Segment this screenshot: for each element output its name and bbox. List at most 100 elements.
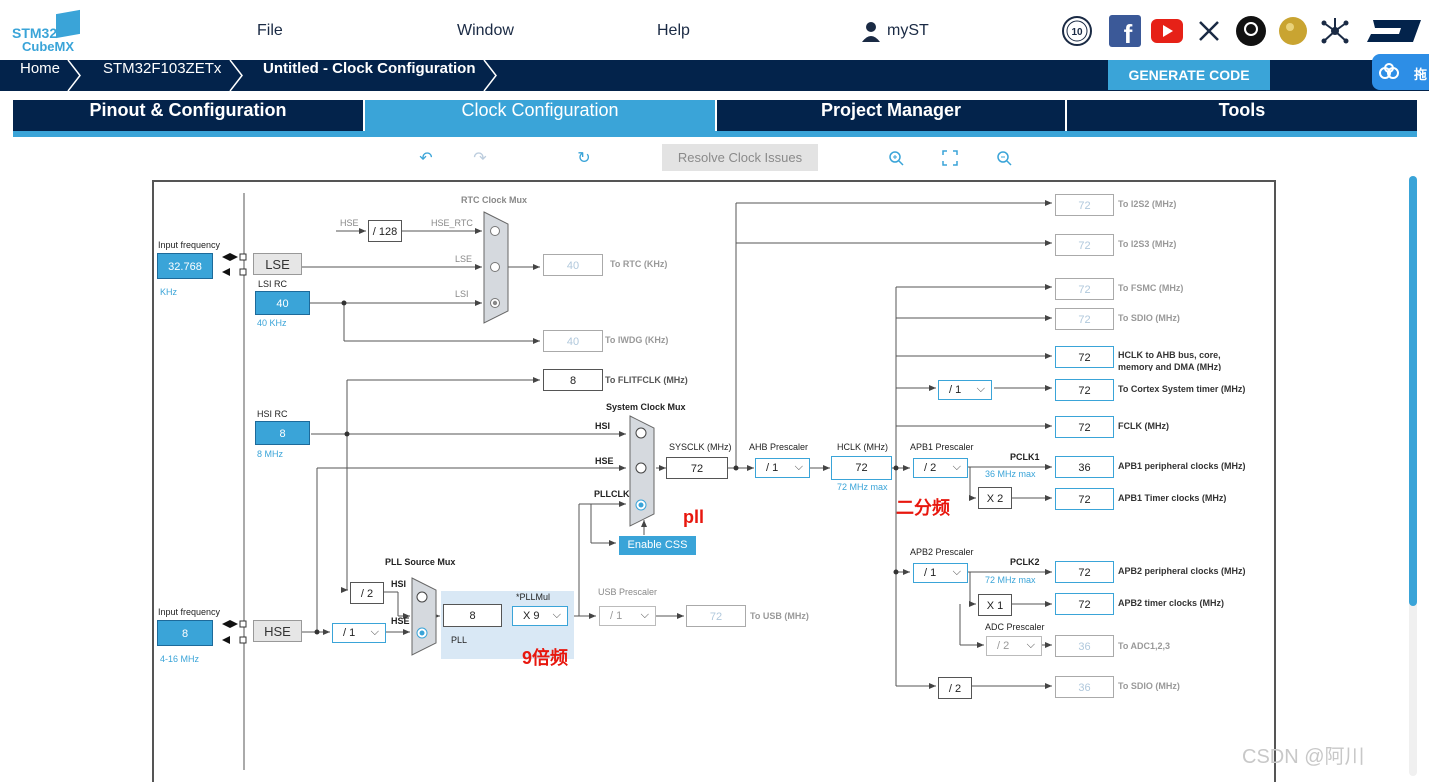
output-adc-label: To ADC1,2,3 xyxy=(1118,641,1171,651)
menu-window[interactable]: Window xyxy=(457,22,514,39)
output-apb1-timer-value: 72 xyxy=(1055,488,1114,510)
top-menu-bar: STM32 CubeMX File Window Help myST 10 f xyxy=(0,0,1429,60)
watermark: CSDN @阿川 xyxy=(1242,746,1365,768)
usb-output-label: To USB (MHz) xyxy=(750,611,809,621)
hse-prediv-select[interactable]: / 1 xyxy=(332,623,386,643)
pclk1-label: PCLK1 xyxy=(1010,452,1040,462)
menu-help[interactable]: Help xyxy=(657,22,690,39)
sysmux-pllclk-label: PLLCLK xyxy=(594,489,630,499)
div128-box: / 128 xyxy=(368,220,402,242)
sysmux-hse-label: HSE xyxy=(595,456,614,466)
output-sdio-label: To SDIO (MHz) xyxy=(1118,313,1180,323)
output-i2s2-label: To I2S2 (MHz) xyxy=(1118,199,1177,209)
hclk-label: HCLK (MHz) xyxy=(837,442,888,452)
hclk-max: 72 MHz max xyxy=(837,482,888,492)
cortex-timer-div-select[interactable]: / 1 xyxy=(938,380,992,400)
resolve-clock-issues-button[interactable]: Resolve Clock Issues xyxy=(662,144,818,171)
usb-output-value: 72 xyxy=(686,605,746,627)
stm32cubemx-logo: STM32 CubeMX xyxy=(12,9,82,56)
flitfclk-output-value: 8 xyxy=(543,369,603,391)
adc-prescaler-select[interactable]: / 2 xyxy=(986,636,1042,656)
output-apb1-timer-label: APB1 Timer clocks (MHz) xyxy=(1118,493,1227,503)
lse-input-freq-label: Input frequency xyxy=(158,240,221,250)
hse-block[interactable]: HSE xyxy=(253,620,302,642)
iwdg-output-value: 40 xyxy=(543,330,603,352)
tab-tools[interactable]: Tools xyxy=(1067,100,1417,131)
usb-prescaler-select[interactable]: / 1 xyxy=(599,606,656,626)
pclk1-max: 36 MHz max xyxy=(985,469,1036,479)
hsi-rc-label: HSI RC xyxy=(257,409,288,419)
system-mux-title: System Clock Mux xyxy=(606,402,686,412)
refresh-icon[interactable]: ↻ xyxy=(577,150,591,167)
pll-label: PLL xyxy=(451,635,468,645)
side-drag-tab[interactable]: 拖 xyxy=(1372,54,1429,90)
breadcrumb-page[interactable]: Untitled - Clock Configuration xyxy=(263,60,476,77)
clock-tree-canvas xyxy=(152,180,1276,782)
output-cortex-label: To Cortex System timer (MHz) xyxy=(1118,384,1246,394)
tab-pinout[interactable]: Pinout & Configuration xyxy=(13,100,363,131)
hse-unit: 4-16 MHz xyxy=(160,654,200,664)
hsi-unit: 8 MHz xyxy=(257,449,284,459)
output-i2s3-value: 72 xyxy=(1055,234,1114,256)
annotation-pll: pll xyxy=(683,507,704,527)
lse-block[interactable]: LSE xyxy=(253,253,302,275)
breadcrumb-home[interactable]: Home xyxy=(20,60,61,77)
facebook-icon[interactable]: f xyxy=(1108,14,1142,48)
scrollbar-thumb[interactable] xyxy=(1409,176,1417,606)
side-tab-label: 拖 xyxy=(1414,67,1428,82)
output-i2s3-label: To I2S3 (MHz) xyxy=(1118,239,1177,249)
youtube-icon[interactable] xyxy=(1150,14,1184,48)
pllmul-label: *PLLMul xyxy=(516,592,551,602)
sysclk-label: SYSCLK (MHz) xyxy=(669,442,732,452)
ahb-prescaler-select[interactable]: / 1 xyxy=(755,458,810,478)
chevron-right-icon xyxy=(229,60,243,91)
sysmux-hsi-label: HSI xyxy=(595,421,611,431)
zoom-out-icon[interactable] xyxy=(994,148,1014,168)
redo-icon[interactable]: ↷ xyxy=(473,150,487,167)
x-icon[interactable] xyxy=(1192,14,1226,48)
st-logo-icon[interactable] xyxy=(1364,14,1424,48)
myst-label: myST xyxy=(887,22,929,39)
enable-css-button[interactable]: Enable CSS xyxy=(619,536,696,555)
generate-code-button[interactable]: GENERATE CODE xyxy=(1108,60,1270,90)
apb1-prescaler-select[interactable]: / 2 xyxy=(913,458,968,478)
menu-myst[interactable]: myST xyxy=(860,20,929,42)
sysclk-value[interactable]: 72 xyxy=(666,457,728,479)
usb-prescaler-label: USB Prescaler xyxy=(598,587,658,597)
annotation-x9: 9倍频 xyxy=(522,648,569,668)
github-icon[interactable] xyxy=(1234,14,1268,48)
apb2-prescaler-select[interactable]: / 1 xyxy=(913,563,968,583)
apb2-prescaler-label: APB2 Prescaler xyxy=(910,547,974,557)
menu-file[interactable]: File xyxy=(257,22,283,39)
iwdg-output-label: To IWDG (KHz) xyxy=(605,335,669,345)
fit-screen-icon[interactable] xyxy=(940,148,960,168)
hclk-value[interactable]: 72 xyxy=(831,456,892,480)
output-fsmc-value: 72 xyxy=(1055,278,1114,300)
rtc-output-value: 40 xyxy=(543,254,603,276)
main-tabs: Pinout & Configuration Clock Configurati… xyxy=(13,100,1417,137)
user-icon xyxy=(862,22,880,42)
lsi-rc-label: LSI RC xyxy=(258,279,288,289)
flitfclk-output-label: To FLITFCLK (MHz) xyxy=(605,375,688,385)
wiki-icon[interactable] xyxy=(1276,14,1310,48)
tab-clock-configuration[interactable]: Clock Configuration xyxy=(365,100,715,131)
tab-project-manager[interactable]: Project Manager xyxy=(717,100,1065,131)
breadcrumb-device[interactable]: STM32F103ZETx xyxy=(103,60,222,77)
adc-prescaler-label: ADC Prescaler xyxy=(985,622,1045,632)
output-fclk-value: 72 xyxy=(1055,416,1114,438)
chevron-right-icon xyxy=(483,60,497,91)
lse-frequency-input[interactable]: 32.768 xyxy=(157,253,213,279)
undo-icon[interactable]: ↶ xyxy=(419,150,433,167)
rtc-hse-label: HSE xyxy=(340,218,359,228)
hse-frequency-input[interactable]: 8 xyxy=(157,620,213,646)
hsi-value: 8 xyxy=(255,421,310,445)
output-cortex-value: 72 xyxy=(1055,379,1114,401)
network-icon[interactable] xyxy=(1318,14,1352,48)
output-i2s2-value: 72 xyxy=(1055,194,1114,216)
pllmul-select[interactable]: X 9 xyxy=(512,606,568,626)
zoom-in-icon[interactable] xyxy=(886,148,906,168)
chevron-right-icon xyxy=(67,60,81,91)
svg-text:f: f xyxy=(1124,19,1133,47)
anniversary-10-icon[interactable]: 10 xyxy=(1060,14,1094,48)
output-adc-value: 36 xyxy=(1055,635,1114,657)
